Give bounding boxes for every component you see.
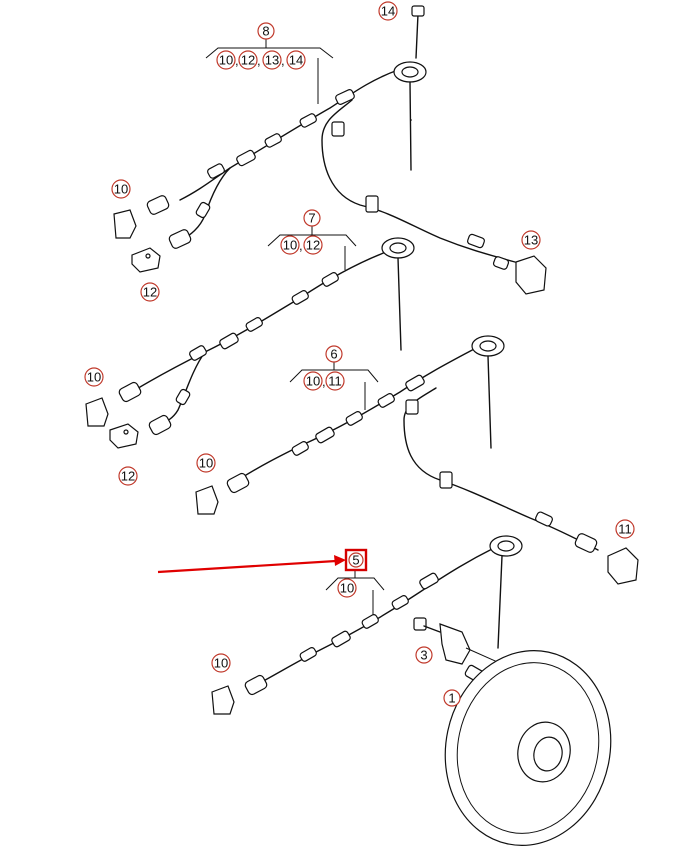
callout-3[interactable]: 3	[415, 646, 433, 664]
callout-5-10[interactable]: 10	[337, 578, 357, 598]
callout-8-13[interactable]: 13	[262, 50, 282, 70]
svg-text:10: 10	[306, 374, 320, 389]
harness-group-8	[113, 5, 547, 295]
svg-text:10: 10	[340, 581, 354, 596]
svg-text:,: ,	[257, 53, 261, 68]
svg-text:6: 6	[330, 347, 337, 362]
svg-text:10: 10	[219, 53, 233, 68]
svg-text:12: 12	[143, 285, 157, 300]
callout-6[interactable]: 6	[325, 345, 343, 363]
callout-10-a[interactable]: 10	[111, 179, 131, 199]
svg-text:8: 8	[262, 24, 269, 39]
svg-text:10: 10	[199, 456, 213, 471]
brake-disc-assembly	[413, 617, 612, 846]
harness-group-7	[85, 226, 415, 449]
svg-text:10: 10	[214, 656, 228, 671]
callout-8-12[interactable]: 12	[238, 50, 258, 70]
svg-text:11: 11	[328, 374, 342, 389]
callout-10-d[interactable]: 10	[211, 653, 231, 673]
svg-text:1: 1	[448, 691, 455, 706]
harness-group-5	[211, 535, 523, 715]
svg-text:,: ,	[299, 238, 303, 253]
svg-text:,: ,	[322, 374, 326, 389]
callout-6-11[interactable]: 11	[325, 371, 345, 391]
svg-text:5: 5	[352, 553, 359, 568]
callout-8-14[interactable]: 14	[286, 50, 306, 70]
callout-14[interactable]: 14	[378, 1, 398, 21]
svg-text:,: ,	[281, 53, 285, 68]
svg-text:13: 13	[524, 233, 538, 248]
svg-text:7: 7	[308, 211, 315, 226]
svg-text:14: 14	[381, 4, 395, 19]
callout-12-a[interactable]: 12	[140, 282, 160, 302]
callout-12-b[interactable]: 12	[118, 466, 138, 486]
callout-7-12[interactable]: 12	[303, 235, 323, 255]
svg-text:11: 11	[618, 522, 632, 537]
callout-7[interactable]: 7	[303, 209, 321, 227]
callout-10-c[interactable]: 10	[196, 453, 216, 473]
svg-text:13: 13	[265, 53, 279, 68]
callout-8[interactable]: 8	[257, 22, 275, 40]
callout-10-b[interactable]: 10	[84, 367, 104, 387]
svg-text:12: 12	[241, 53, 255, 68]
svg-text:12: 12	[306, 238, 320, 253]
svg-text:10: 10	[87, 370, 101, 385]
callout-7-10[interactable]: 10	[280, 235, 300, 255]
callout-8-10[interactable]: 10	[216, 50, 236, 70]
callout-1[interactable]: 1	[443, 689, 461, 707]
svg-text:10: 10	[114, 182, 128, 197]
svg-text:12: 12	[121, 469, 135, 484]
callout-6-10[interactable]: 10	[303, 371, 323, 391]
callout-11[interactable]: 11	[615, 519, 635, 539]
callout-5-highlighted[interactable]: 5	[344, 548, 368, 572]
pointer-arrow	[157, 555, 346, 574]
callout-13[interactable]: 13	[521, 230, 541, 250]
harness-group-6	[195, 335, 639, 585]
svg-text:10: 10	[283, 238, 297, 253]
svg-text:,: ,	[235, 53, 239, 68]
svg-text:3: 3	[420, 648, 427, 663]
svg-text:14: 14	[289, 53, 303, 68]
